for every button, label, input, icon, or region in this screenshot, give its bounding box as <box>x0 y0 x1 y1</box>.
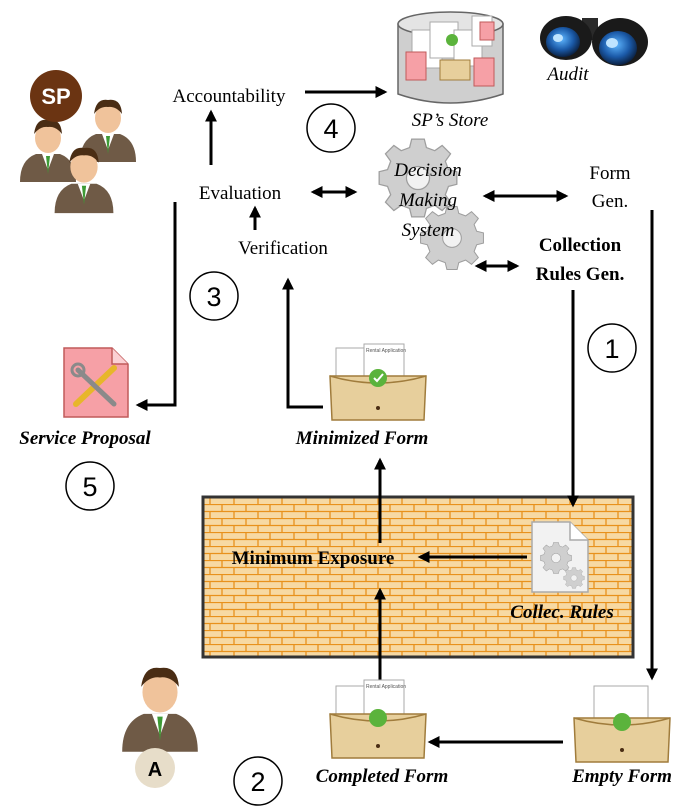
database-icon <box>397 11 504 104</box>
step-1: 1 <box>587 323 637 373</box>
sp-badge-label: SP <box>41 84 70 109</box>
tools-document-icon <box>63 347 129 418</box>
collec-rules-label: Collec. Rules <box>510 602 613 623</box>
form-folder-icon: Rental Application <box>329 679 427 759</box>
minimized-form-doc-title: Rental Application <box>366 348 406 354</box>
audit-label: Audit <box>545 64 589 85</box>
empty-form-label: Empty Form <box>571 766 672 787</box>
completed-form-doc-title: Rental Application <box>366 684 406 690</box>
accountability-label: Accountability <box>173 86 286 107</box>
form-gen-label-line1: Form <box>589 163 630 184</box>
binoculars-icon <box>540 16 648 66</box>
step-1-number: 1 <box>604 334 619 364</box>
form-folder-icon <box>573 685 671 763</box>
rules-document-icon <box>531 521 589 593</box>
user-badge <box>135 748 175 788</box>
evaluation-label: Evaluation <box>199 183 282 204</box>
verification-label: Verification <box>238 238 328 259</box>
collection-rules-gen-label-line1: Collection <box>539 235 622 256</box>
step-5: 5 <box>65 461 115 511</box>
minimum-exposure-label: Minimum Exposure <box>232 548 395 569</box>
people-group-icon: SP <box>20 70 136 214</box>
user-icon: A <box>122 667 198 788</box>
collection-rules-gen-label-line2: Rules Gen. <box>536 264 625 285</box>
minimized-form-label: Minimized Form <box>295 428 429 449</box>
step-4-number: 4 <box>323 114 338 144</box>
step-5-number: 5 <box>82 472 97 502</box>
sp-store-label: SP’s Store <box>412 110 489 131</box>
completed-form-label: Completed Form <box>316 766 448 787</box>
user-badge-label: A <box>148 759 162 781</box>
form-gen-label-line2: Gen. <box>592 191 628 212</box>
step-4: 4 <box>306 103 356 153</box>
step-3: 3 <box>189 271 239 321</box>
step-2-number: 2 <box>250 767 265 797</box>
dms-label-line1: Decision <box>393 160 462 181</box>
dms-label-line2: Making <box>398 190 457 211</box>
form-folder-icon: Rental Application <box>329 343 427 421</box>
sp-badge <box>30 70 82 122</box>
step-2: 2 <box>233 756 283 806</box>
step-3-number: 3 <box>206 282 221 312</box>
service-proposal-label: Service Proposal <box>19 428 151 449</box>
flow-arrows <box>135 86 658 748</box>
dms-label-line3: System <box>402 220 455 241</box>
